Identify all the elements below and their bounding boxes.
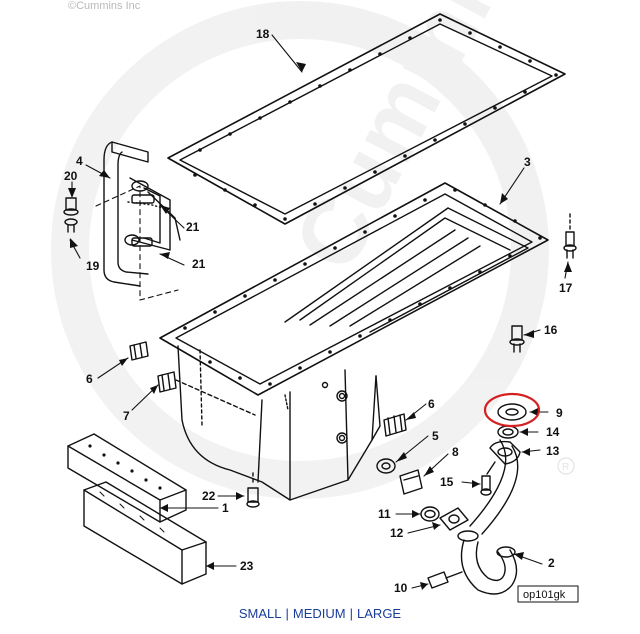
size-links: SMALL|MEDIUM|LARGE xyxy=(0,606,640,621)
o-ring-14 xyxy=(497,425,519,439)
callout-19: 19 xyxy=(86,259,100,273)
drain-plug-8 xyxy=(399,469,423,495)
bolt-16 xyxy=(509,325,525,353)
callout-11: 11 xyxy=(378,507,391,521)
callout-2: 2 xyxy=(548,556,555,570)
gasket-9 xyxy=(497,403,527,421)
callout-12: 12 xyxy=(390,526,404,540)
tube-assembly-4 xyxy=(103,141,181,287)
callout-17: 17 xyxy=(559,281,573,295)
size-link-small[interactable]: SMALL xyxy=(238,606,282,621)
bolt-15 xyxy=(480,475,492,496)
callout-14: 14 xyxy=(546,425,560,439)
plug-6b xyxy=(383,413,407,437)
callout-13: 13 xyxy=(546,444,560,458)
callout-5: 5 xyxy=(432,429,439,443)
callout-10: 10 xyxy=(394,581,408,595)
gasket-18 xyxy=(167,13,566,225)
bolt-20 xyxy=(63,197,79,233)
highlight-ring-9 xyxy=(483,392,541,428)
callout-6b: 6 xyxy=(428,397,435,411)
callout-7: 7 xyxy=(123,409,130,423)
bolt-22 xyxy=(246,469,260,508)
callout-23: 23 xyxy=(240,559,254,573)
registered-mark: R xyxy=(557,457,575,475)
callout-8: 8 xyxy=(452,445,459,459)
callout-20: 20 xyxy=(64,169,78,183)
size-link-medium[interactable]: MEDIUM xyxy=(292,606,346,621)
cummins-watermark: Cummins xyxy=(51,0,562,499)
plug-6a xyxy=(129,341,149,361)
copyright-text: ©Cummins Inc xyxy=(68,0,141,12)
callout-1: 1 xyxy=(222,501,229,515)
callout-15: 15 xyxy=(440,475,454,489)
callout-21a: 21 xyxy=(186,220,200,234)
o-ring-11 xyxy=(420,506,440,522)
callout-6a: 6 xyxy=(86,372,93,386)
bolt-10 xyxy=(427,571,463,589)
oil-pan-3 xyxy=(159,182,549,501)
callout-3: 3 xyxy=(524,155,531,169)
support-bar-1 xyxy=(67,433,187,523)
callout-9: 9 xyxy=(556,406,563,420)
size-separator: | xyxy=(285,606,289,621)
size-separator: | xyxy=(349,606,354,621)
callout-numbers: 18 3 4 20 19 21 21 17 16 6 7 9 6 14 5 13… xyxy=(64,27,573,595)
figure-ref-box: op101gk xyxy=(517,585,579,603)
figure-ref-text: op101gk xyxy=(523,589,566,601)
washer-5 xyxy=(376,458,396,474)
svg-text:R: R xyxy=(562,462,569,473)
flange-12 xyxy=(439,507,469,531)
callout-22: 22 xyxy=(202,489,216,503)
bolt-17 xyxy=(563,213,577,259)
support-bar-23 xyxy=(83,481,207,585)
size-link-large[interactable]: LARGE xyxy=(357,606,402,621)
callout-21b: 21 xyxy=(192,257,206,271)
arrowheads xyxy=(68,62,572,590)
callout-18: 18 xyxy=(256,27,270,41)
callout-16: 16 xyxy=(544,323,558,337)
callout-4: 4 xyxy=(76,154,83,168)
suction-tube-2 xyxy=(457,439,519,595)
plug-7 xyxy=(157,371,256,416)
